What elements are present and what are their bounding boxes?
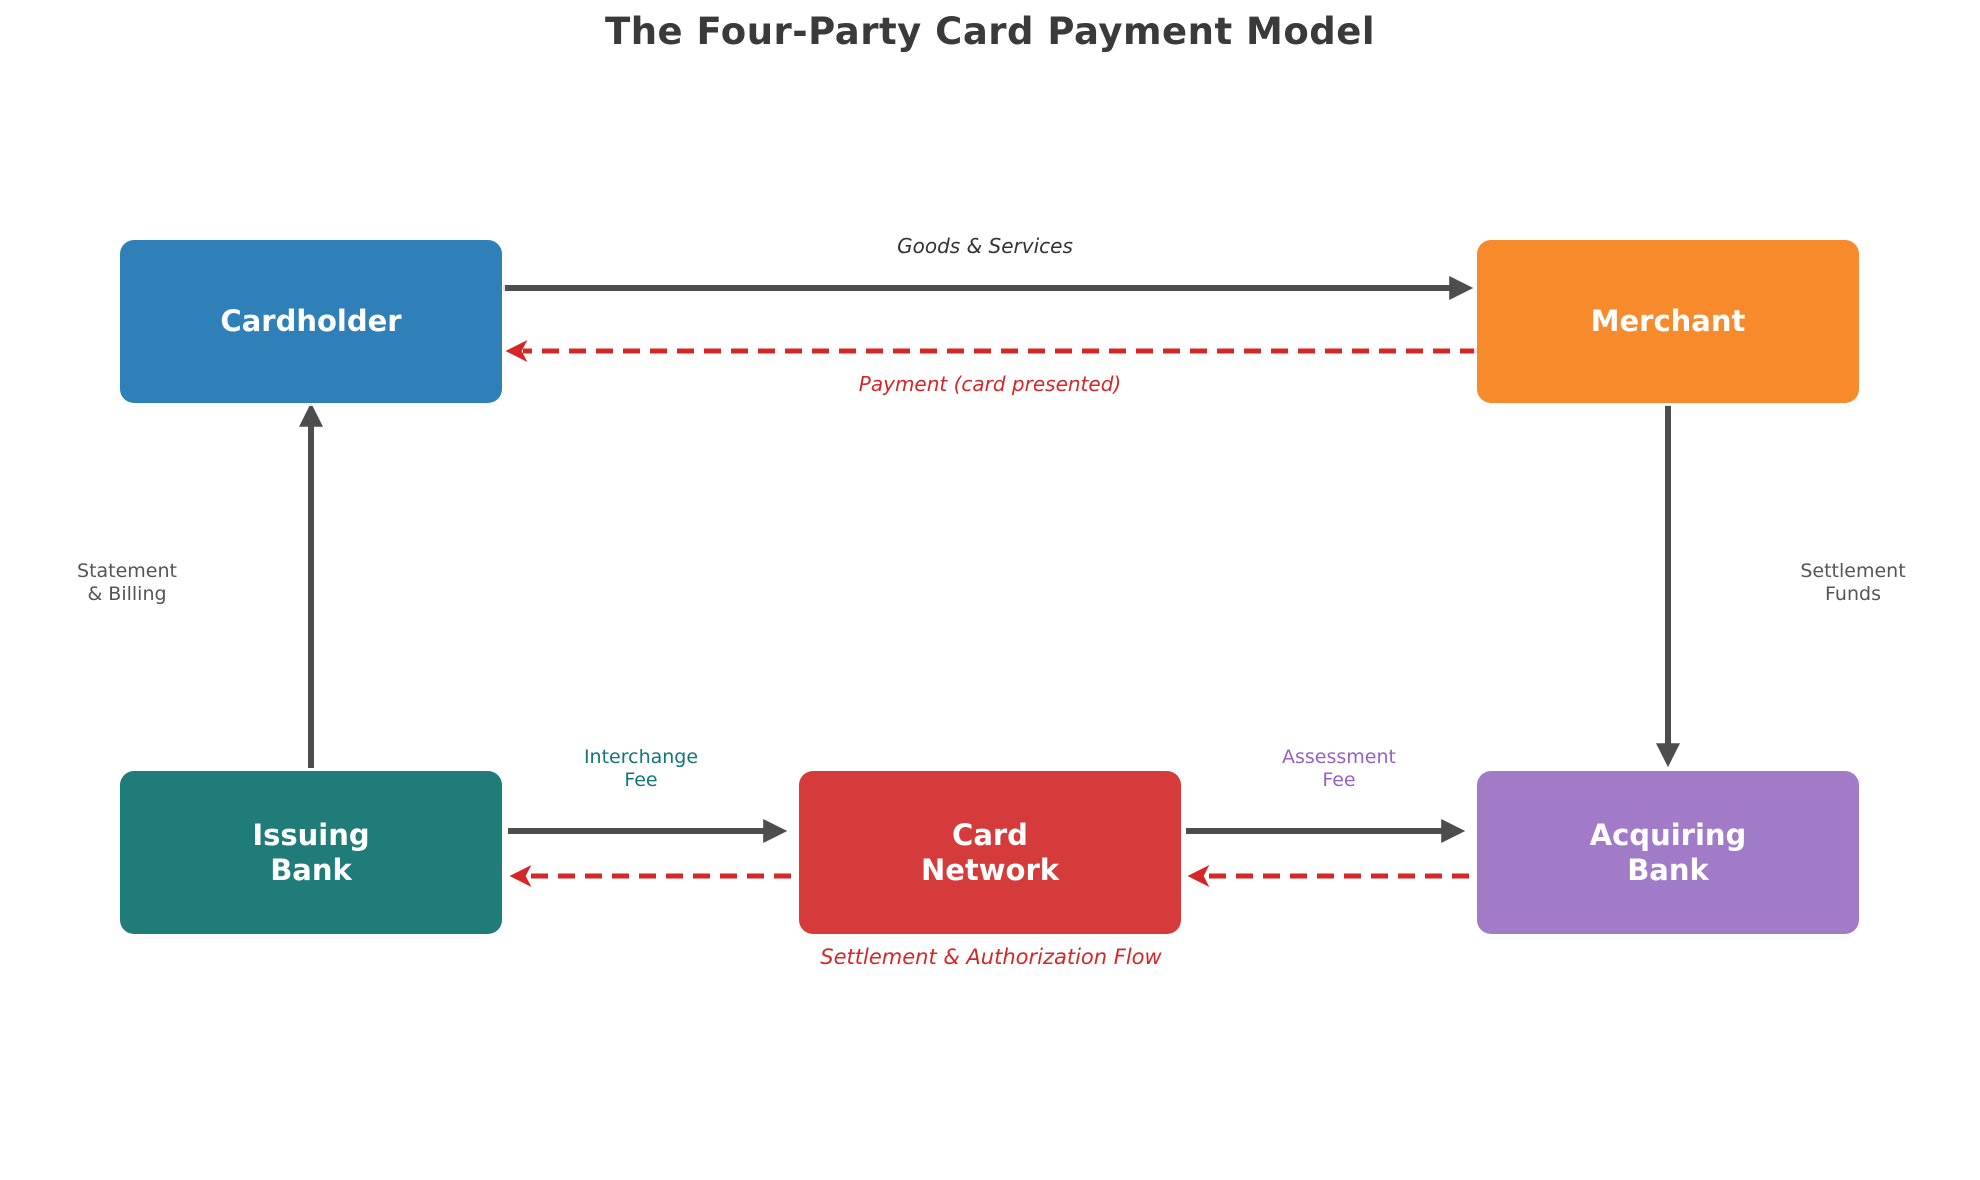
settlement-funds-label-line2: Funds (1825, 583, 1881, 605)
node-acquiring-bank-label-line1: Acquiring (1589, 817, 1747, 852)
node-merchant-label: Merchant (1590, 304, 1746, 338)
statement-billing-label: Statement & Billing (77, 560, 177, 606)
node-card-network-label-line2: Network (920, 852, 1060, 887)
assessment-fee-label-line2: Fee (1322, 769, 1356, 791)
node-acquiring-bank: Acquiring Bank (1477, 771, 1859, 934)
node-issuing-bank-label-line1: Issuing (252, 817, 370, 852)
settlement-funds-label-line1: Settlement (1800, 560, 1906, 582)
node-merchant: Merchant (1477, 240, 1859, 403)
settlement-auth-flow-caption: Settlement & Authorization Flow (820, 945, 1162, 969)
node-issuing-bank: Issuing Bank (120, 771, 502, 934)
node-card-network: Card Network (799, 771, 1181, 934)
node-acquiring-bank-label-line2: Bank (1627, 852, 1709, 887)
interchange-fee-label-line2: Fee (624, 769, 658, 791)
diagram-title: The Four-Party Card Payment Model (604, 10, 1376, 53)
assessment-fee-label-line1: Assessment (1282, 746, 1396, 768)
node-cardholder: Cardholder (120, 240, 502, 403)
payment-label: Payment (card presented) (858, 372, 1122, 396)
goods-services-label: Goods & Services (897, 234, 1073, 258)
settlement-funds-label: Settlement Funds (1800, 560, 1905, 606)
statement-billing-label-line2: & Billing (87, 583, 167, 605)
interchange-fee-label-line1: Interchange (583, 746, 699, 768)
statement-billing-label-line1: Statement (77, 560, 177, 582)
node-card-network-label-line1: Card (952, 817, 1028, 852)
node-cardholder-label: Cardholder (220, 304, 402, 338)
interchange-fee-label: Interchange Fee (584, 746, 698, 792)
assessment-fee-label: Assessment Fee (1282, 746, 1396, 792)
node-issuing-bank-label-line2: Bank (270, 852, 352, 887)
